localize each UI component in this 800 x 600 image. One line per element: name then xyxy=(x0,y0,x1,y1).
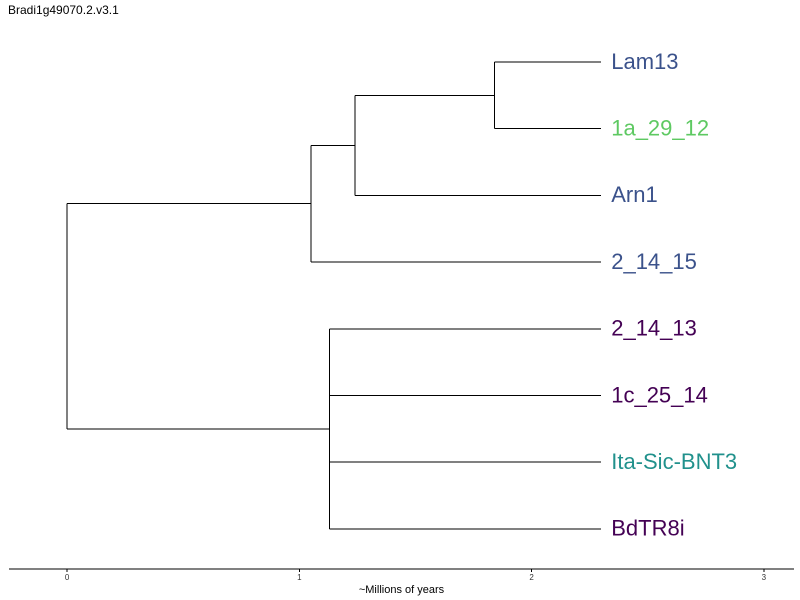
tip-label-1c_25_14: 1c_25_14 xyxy=(611,382,708,407)
tip-label-Lam13: Lam13 xyxy=(611,49,678,74)
tip-label-2_14_15: 2_14_15 xyxy=(611,249,697,274)
axis-title: ~Millions of years xyxy=(359,584,445,596)
axis-tick-label: 1 xyxy=(297,573,302,582)
tree-title: Bradi1g49070.2.v3.1 xyxy=(8,3,119,17)
axis-tick-label: 0 xyxy=(65,573,70,582)
tip-label-1a_29_12: 1a_29_12 xyxy=(611,116,709,141)
tip-label-Ita-Sic-BNT3: Ita-Sic-BNT3 xyxy=(611,449,737,474)
tip-label-BdTR8i: BdTR8i xyxy=(611,516,684,541)
time-axis: 0 1 2 3 ~Millions of years xyxy=(9,568,794,596)
tree-branches xyxy=(66,61,602,530)
axis-ticks: 0 1 2 3 xyxy=(65,569,767,582)
axis-tick-label: 3 xyxy=(762,573,767,582)
tip-label-2_14_13: 2_14_13 xyxy=(611,316,697,341)
axis-tick-label: 2 xyxy=(529,573,534,582)
tip-label-Arn1: Arn1 xyxy=(611,182,657,207)
